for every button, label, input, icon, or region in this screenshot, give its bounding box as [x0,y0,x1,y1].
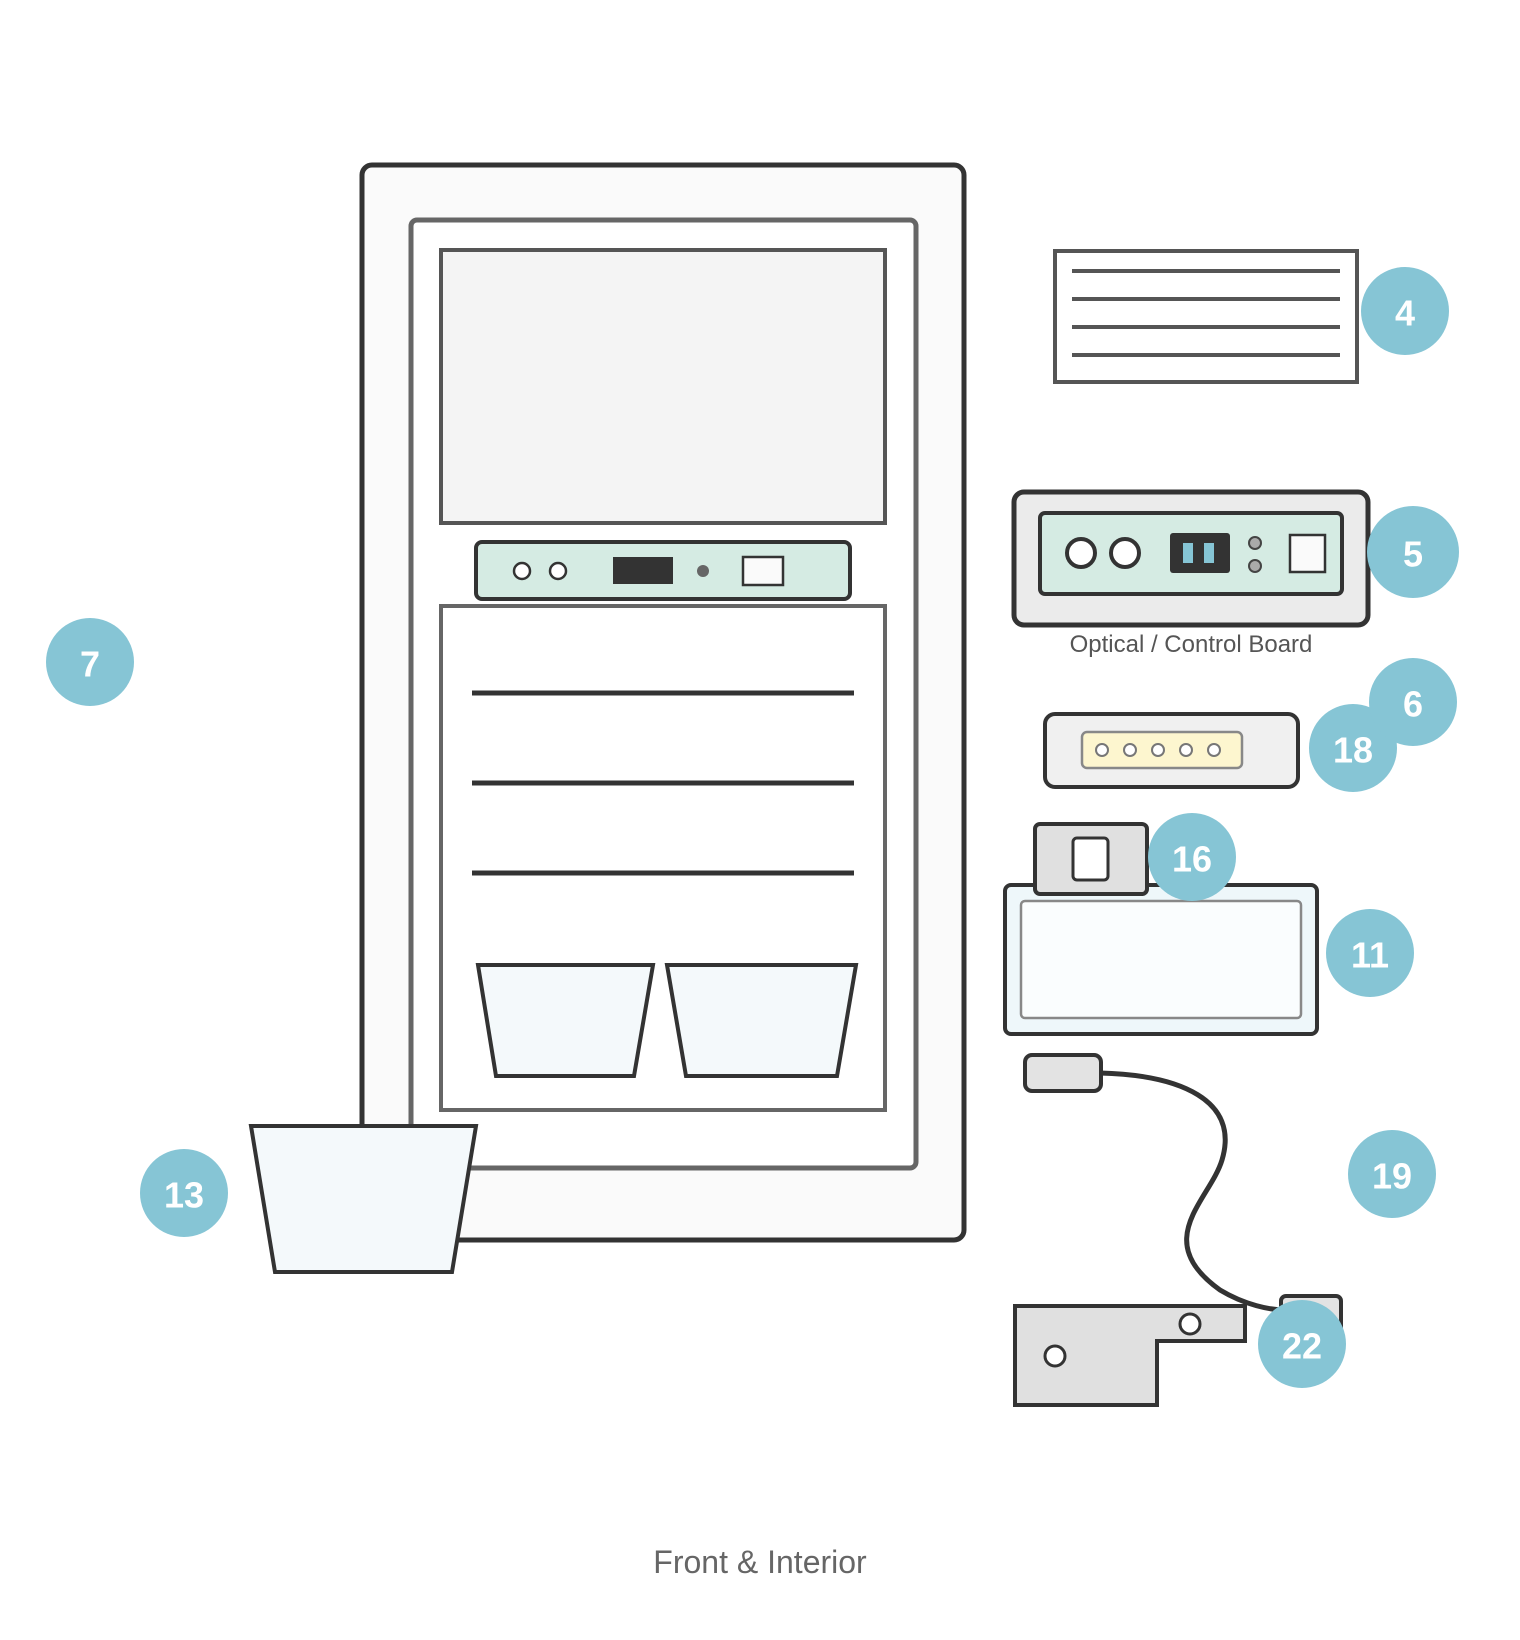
board-switch [1288,533,1327,574]
svg-text:22: 22 [1282,1326,1322,1367]
vent-grille [1053,249,1359,384]
connector-strip [1043,712,1300,789]
svg-text:16: 16 [1172,839,1212,880]
water-tank [1003,883,1319,1036]
svg-text:5: 5 [1403,534,1423,575]
svg-text:4: 4 [1395,293,1415,334]
board-knob-right [1109,537,1141,569]
latch [1033,822,1149,896]
svg-text:6: 6 [1403,684,1423,725]
removable-tray [248,1124,479,1274]
crisper-drawer-left [475,963,656,1078]
svg-text:19: 19 [1372,1156,1412,1197]
callout-16: 16 [1148,813,1236,901]
strip-knob-right [548,561,568,581]
board-led-top [1248,536,1262,550]
control-board-caption: Optical / Control Board [1070,631,1313,658]
strip-display [613,557,673,584]
callout-22: 22 [1258,1300,1346,1388]
board-knob-left [1065,537,1097,569]
display-window [439,248,887,525]
svg-text:13: 13 [164,1175,204,1216]
callout-13: 13 [140,1149,228,1237]
callout-4: 4 [1361,267,1449,355]
callout-11: 11 [1326,909,1414,997]
board-led-bottom [1248,559,1262,573]
svg-text:18: 18 [1333,730,1373,771]
cable-plug [1023,1053,1103,1093]
mounting-bracket [1013,1304,1247,1407]
front-control-strip [474,540,852,601]
svg-text:11: 11 [1351,935,1389,976]
cabinet-assembly [359,162,967,1243]
callout-18: 18 [1309,704,1397,792]
sensor-cable [1023,1053,1343,1340]
strip-button [741,555,785,587]
callout-19: 19 [1348,1130,1436,1218]
callout-6: 6 [1369,658,1457,746]
callout-7: 7 [46,618,134,706]
strip-indicator [697,565,709,577]
control-board [1011,489,1371,628]
diagram-footer-title: Front & Interior [653,1544,867,1580]
board-display [1170,533,1230,573]
strip-knob-left [512,561,532,581]
callout-5: 5 [1367,506,1459,598]
crisper-drawer-right [664,963,859,1078]
svg-text:7: 7 [80,644,100,685]
